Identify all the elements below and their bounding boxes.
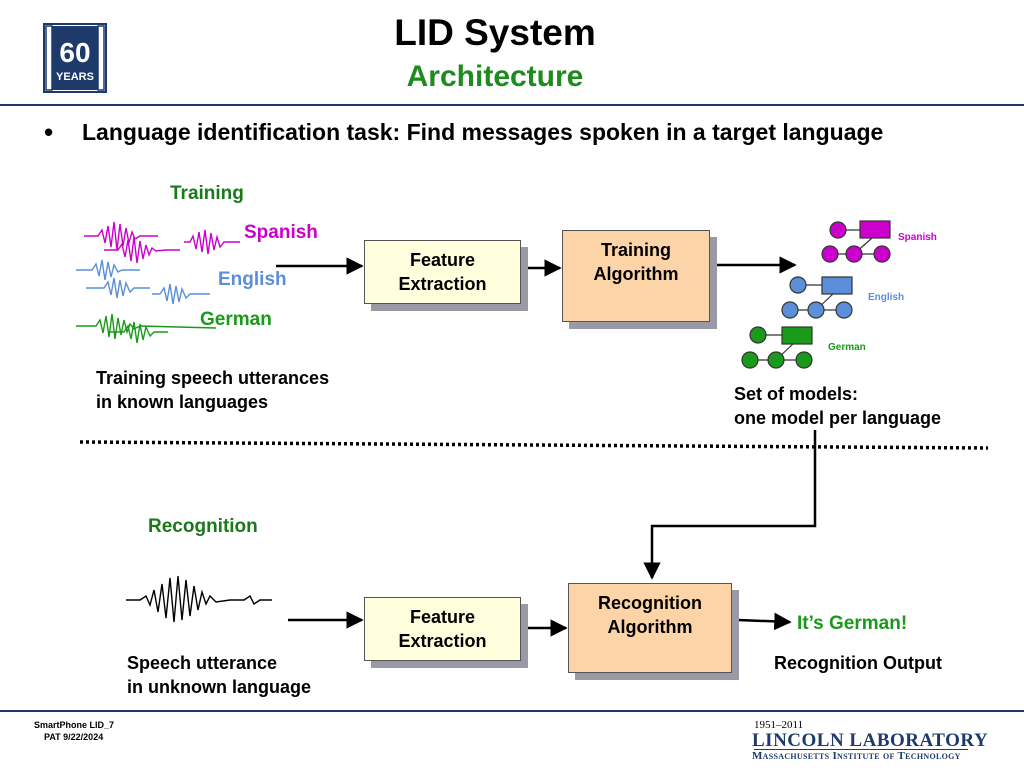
german-waveform [76, 313, 217, 344]
recognition-section-label: Recognition [148, 516, 258, 537]
language-label-spanish: Spanish [244, 222, 318, 243]
training-caption: Training speech utterances in known lang… [96, 366, 329, 414]
model-label-english: English [868, 292, 904, 303]
training-caption-line1: Training speech utterances [96, 368, 330, 388]
recognition-caption: Speech utterance in unknown language [127, 651, 311, 699]
recognition-algorithm-line2: Algorithm [607, 617, 693, 637]
page-subtitle: Architecture [406, 60, 584, 93]
lab-name-rule [754, 749, 968, 750]
arrow-recognition-to-output [737, 612, 792, 631]
lab-name: LINCOLN LABORATORY [752, 730, 989, 751]
english-model-graph [781, 276, 853, 319]
unknown-waveform [126, 575, 272, 623]
lab-years: 1951–2011 [754, 719, 804, 731]
recognition-result: It’s German! [797, 613, 908, 634]
recognition-caption-line1: Speech utterance [127, 653, 278, 673]
recognition-caption-line2: in unknown language [127, 677, 311, 697]
footer-slide-id: SmartPhone LID_7 [34, 720, 115, 730]
spanish-waveform [84, 221, 240, 264]
bullet-marker: • [44, 117, 54, 147]
training-feature-line1: Feature [409, 250, 476, 270]
footer-author-date: PAT 9/22/2024 [44, 732, 104, 742]
training-feature-line2: Extraction [398, 274, 487, 294]
model-label-german: German [828, 342, 866, 353]
language-label-english: English [218, 269, 287, 290]
sixty-years-logo: 60 YEARS [42, 22, 108, 94]
lab-affiliation: Massachusetts Institute of Technology [752, 750, 961, 762]
header-divider [0, 104, 1024, 106]
training-feature-extraction-box: Feature Extraction [364, 240, 521, 304]
german-model-graph [741, 326, 813, 369]
training-algorithm-line2: Algorithm [593, 264, 679, 284]
training-algorithm-line1: Training [600, 240, 671, 260]
training-caption-line2: in known languages [96, 392, 269, 412]
models-caption-line1: Set of models: [734, 384, 859, 404]
logo-number: 60 [59, 37, 90, 68]
recognition-output-label: Recognition Output [774, 653, 942, 673]
english-waveform [76, 259, 210, 305]
recognition-algorithm-box: Recognition Algorithm [568, 583, 732, 673]
training-algorithm-box: Training Algorithm [562, 230, 710, 322]
footer-divider [0, 710, 1024, 712]
arrow-models-to-recognition [643, 430, 817, 580]
language-label-german: German [200, 309, 272, 330]
model-label-spanish: Spanish [898, 232, 937, 243]
models-caption: Set of models: one model per language [734, 382, 941, 430]
recognition-algorithm-line1: Recognition [598, 593, 702, 613]
models-caption-line2: one model per language [734, 408, 942, 428]
page-title: LID System [394, 12, 596, 53]
recognition-feature-extraction-box: Feature Extraction [364, 597, 521, 661]
spanish-model-graph [821, 220, 891, 263]
training-section-label: Training [170, 183, 244, 204]
recognition-feature-line1: Feature [409, 607, 476, 627]
recognition-feature-line2: Extraction [398, 631, 487, 651]
logo-word: YEARS [56, 71, 94, 83]
section-separator [79, 440, 989, 450]
bullet-text: Language identification task: Find messa… [82, 119, 884, 145]
